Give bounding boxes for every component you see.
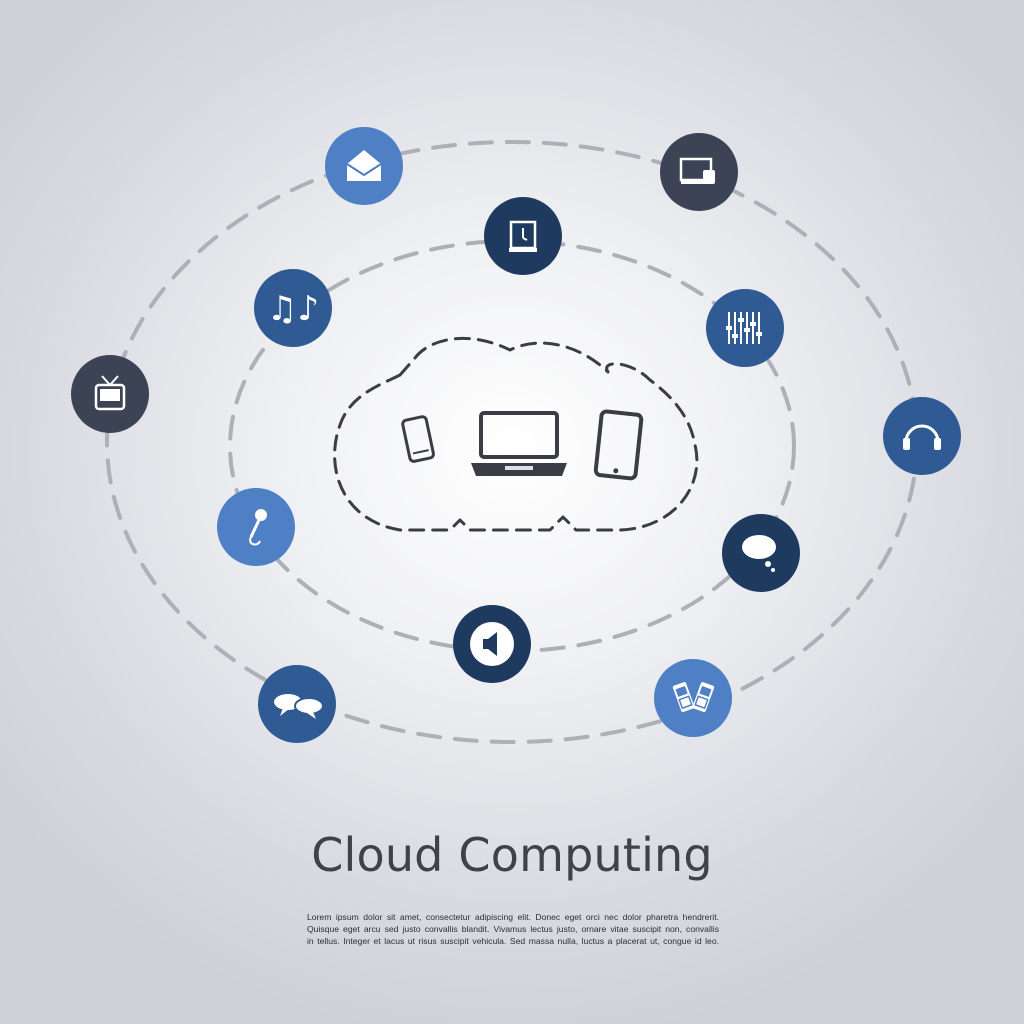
mobile-phones-icon	[654, 659, 732, 737]
clock-icon	[484, 197, 562, 275]
tablet-icon	[593, 409, 644, 481]
microphone-icon	[217, 488, 295, 566]
chat-bubbles-icon	[258, 665, 336, 743]
tv-icon	[71, 355, 149, 433]
equalizer-icon	[706, 289, 784, 367]
description-text: Lorem ipsum dolor sit amet, consectetur …	[307, 911, 719, 947]
cloud-outline	[333, 337, 699, 532]
description-line: Lorem ipsum dolor sit amet, consectetur …	[307, 912, 719, 922]
thought-bubble-icon	[722, 514, 800, 592]
projector-icon	[660, 133, 738, 211]
svg-text:♫♪: ♫♪	[267, 289, 319, 329]
description-line: in tellus. Integer et lacus ut risus sus…	[307, 936, 719, 946]
description-line: Quisque eget arcu sed justo convallis bl…	[307, 924, 719, 934]
smartphone-icon	[401, 415, 435, 463]
envelope-icon	[325, 127, 403, 205]
laptop-icon	[471, 411, 567, 476]
headphones-icon	[883, 397, 961, 475]
page-title: Cloud Computing	[311, 828, 713, 882]
speaker-icon	[453, 605, 531, 683]
music-notes-icon: ♫♪	[254, 269, 332, 347]
